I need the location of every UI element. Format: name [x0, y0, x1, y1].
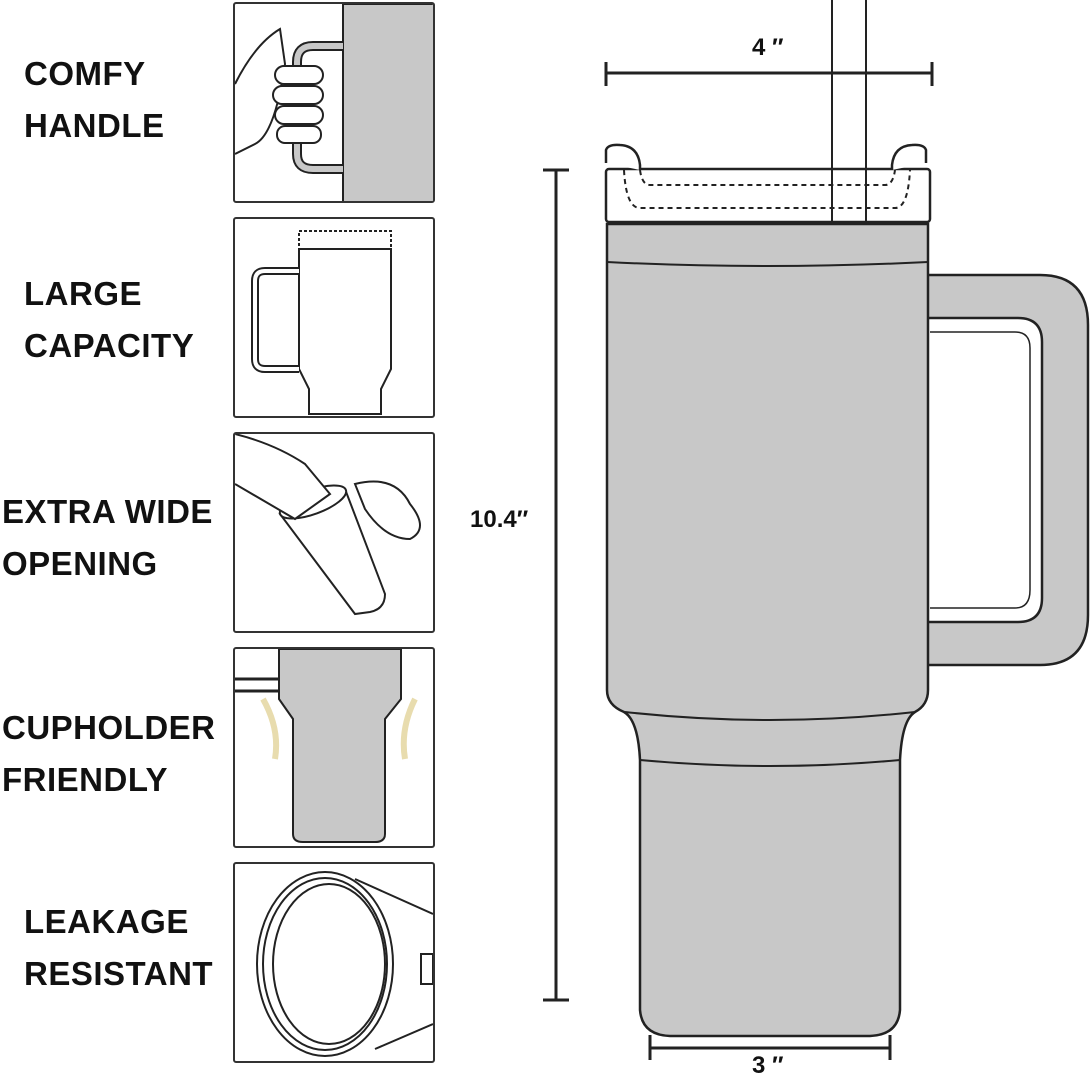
leak-resistant-lid-illustration	[233, 862, 435, 1063]
dimension-lines	[543, 62, 934, 1060]
top-width-dimension: 4 ″	[752, 34, 784, 61]
cupholder-illustration	[233, 647, 435, 848]
capacity-illustration	[233, 217, 435, 418]
height-dimension: 10.4″	[470, 506, 529, 533]
handle-illustration	[233, 2, 435, 203]
lid	[604, 143, 932, 224]
tumbler-body	[605, 222, 930, 1038]
bottom-width-dimension: 3 ″	[752, 1052, 784, 1079]
straw	[831, 0, 867, 223]
handle	[926, 273, 1090, 667]
wide-opening-illustration	[233, 432, 435, 633]
